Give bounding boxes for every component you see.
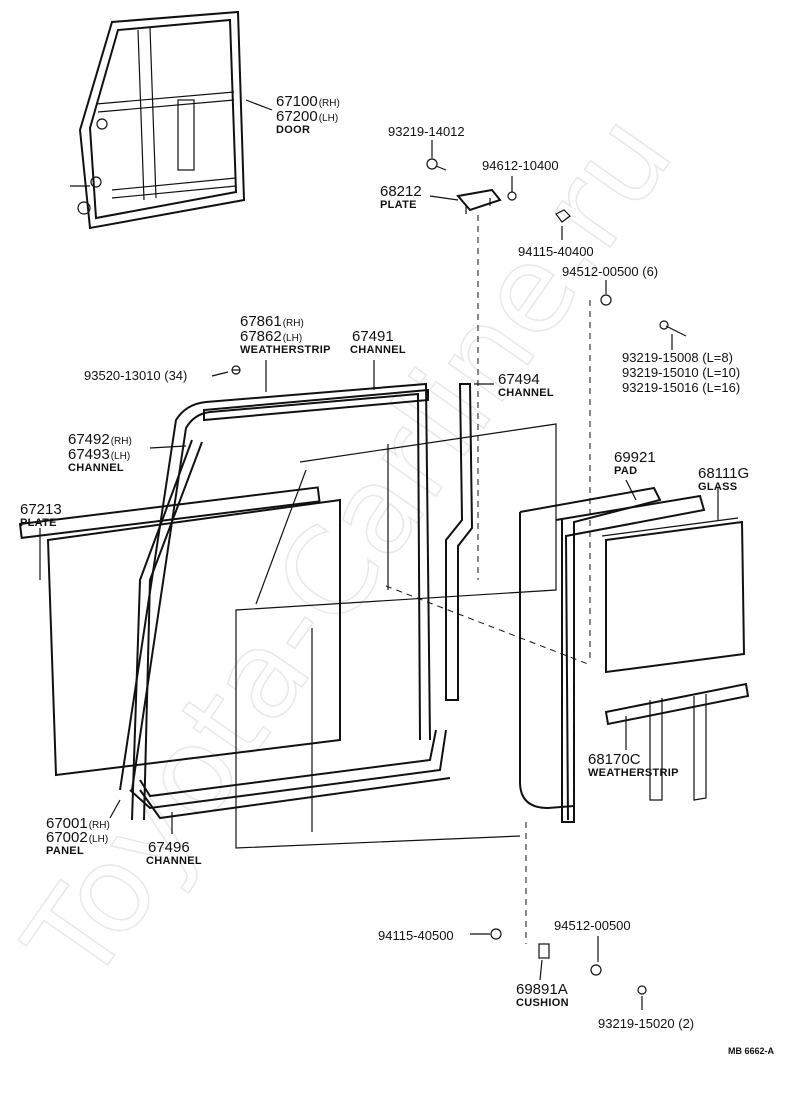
- label-94115-40500: 94115-40500: [378, 928, 454, 943]
- desc-panel-67002: PANEL: [46, 845, 84, 857]
- door-inner-outline: [235, 423, 557, 849]
- label-94115-40400: 94115-40400: [518, 244, 594, 259]
- label-67493: 67493(LH): [68, 446, 130, 463]
- label-67861: 67861(RH): [240, 313, 304, 330]
- label-67213: 67213: [20, 501, 62, 518]
- label-69921: 69921: [614, 449, 656, 466]
- weatherstrip-channel-drawing: [119, 382, 474, 821]
- desc-cushion-69891a: CUSHION: [516, 997, 569, 1009]
- sash-frame-drawing: [519, 486, 706, 823]
- bottom-channel-drawing: [129, 729, 451, 820]
- door-frame-drawing: [70, 10, 246, 230]
- desc-door: DOOR: [276, 124, 310, 136]
- label-93520-13010: 93520-13010 (34): [84, 368, 187, 383]
- label-67100: 67100(RH): [276, 93, 340, 110]
- desc-weatherstrip-68170c: WEATHERSTRIP: [588, 767, 679, 779]
- label-68212: 68212: [380, 183, 422, 200]
- label-68170c: 68170C: [588, 751, 641, 768]
- label-93219-15020: 93219-15020 (2): [598, 1016, 694, 1031]
- desc-channel-67496: CHANNEL: [146, 855, 202, 867]
- hardware-bottom-drawing: [490, 928, 647, 995]
- label-67494: 67494: [498, 371, 540, 388]
- label-68111g: 68111G: [698, 465, 749, 482]
- label-67200: 67200(LH): [276, 108, 338, 125]
- panel-drawing: [18, 486, 341, 777]
- callout-leaders: [39, 99, 719, 1010]
- label-93219-15010: 93219-15010 (L=10): [622, 365, 740, 380]
- desc-channel-67493: CHANNEL: [68, 462, 124, 474]
- desc-plate-67213: PLATE: [20, 517, 57, 529]
- label-94512-00500: 94512-00500: [554, 918, 631, 933]
- label-67492: 67492(RH): [68, 431, 132, 448]
- label-93219-15008: 93219-15008 (L=8): [622, 350, 733, 365]
- label-67491: 67491: [352, 328, 394, 345]
- part-labels: 67100(RH) 67200(LH) DOOR 93219-14012 946…: [20, 93, 775, 1056]
- weatherstrip-68170c-drawing: [604, 682, 750, 801]
- label-67002: 67002(LH): [46, 829, 108, 846]
- label-69891a: 69891A: [516, 981, 568, 998]
- glass-drawing: [601, 517, 746, 674]
- label-93219-14012: 93219-14012: [388, 124, 465, 139]
- desc-weatherstrip-67862: WEATHERSTRIP: [240, 344, 331, 356]
- label-94612-10400: 94612-10400: [482, 158, 559, 173]
- desc-glass-68111g: GLASS: [698, 481, 737, 493]
- label-67001: 67001(RH): [46, 815, 110, 832]
- watermark: Toyota-Carline.ru: [0, 90, 700, 1007]
- desc-pad-69921: PAD: [614, 465, 637, 477]
- label-93219-15016: 93219-15016 (L=16): [622, 380, 740, 395]
- desc-plate-68212: PLATE: [380, 199, 417, 211]
- reference-code: MB 6662-A: [728, 1046, 775, 1056]
- label-67862: 67862(LH): [240, 328, 302, 345]
- desc-channel-67494: CHANNEL: [498, 387, 554, 399]
- label-67496: 67496: [148, 839, 190, 856]
- label-94512-00500-6: 94512-00500 (6): [562, 264, 658, 279]
- desc-channel-67491: CHANNEL: [350, 344, 406, 356]
- hardware-top-drawing: [231, 158, 687, 375]
